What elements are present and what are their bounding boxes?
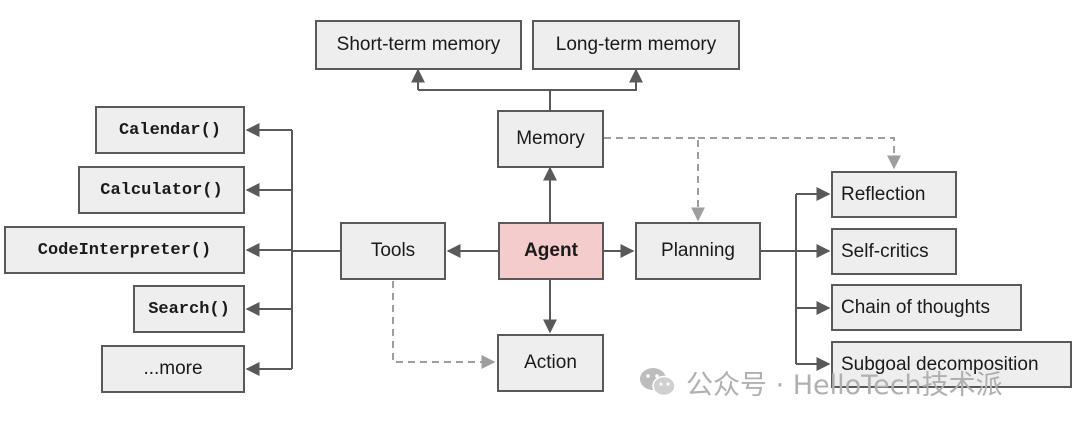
search-node: Search() [133, 285, 245, 333]
calendar-node: Calendar() [95, 106, 245, 154]
dashed-edge-memory-to-planning [604, 137, 705, 222]
memory-node: Memory [497, 110, 604, 168]
tools-node: Tools [340, 222, 446, 280]
chain-of-thoughts-node: Chain of thoughts [831, 284, 1022, 331]
edge-tools-bus [291, 130, 340, 369]
edge-to-long-term-memory [550, 68, 643, 91]
edge-memory-to-memory-types [418, 89, 551, 110]
long-term-memory-node: Long-term memory [532, 20, 740, 70]
more-node: ...more [101, 345, 245, 393]
short-term-memory-node: Short-term memory [315, 20, 522, 70]
dashed-edge-tools-to-action [392, 281, 496, 369]
code-interpreter-node: CodeInterpreter() [4, 226, 245, 274]
planning-node: Planning [635, 222, 761, 280]
subgoal-decomposition-node: Subgoal decomposition [831, 341, 1072, 388]
action-node: Action [497, 334, 604, 392]
watermark-text: 公众号 · HelloTech技术派 [686, 369, 1003, 401]
watermark: 公众号 · HelloTech技术派 [638, 364, 1003, 401]
calculator-node: Calculator() [78, 166, 245, 214]
dashed-edge-memory-to-reflection [698, 137, 901, 170]
self-critics-node: Self-critics [831, 228, 957, 275]
agent-node: Agent [498, 222, 604, 280]
reflection-node: Reflection [831, 171, 957, 218]
edge-planning-bus [761, 194, 797, 364]
wechat-icon [640, 368, 676, 397]
